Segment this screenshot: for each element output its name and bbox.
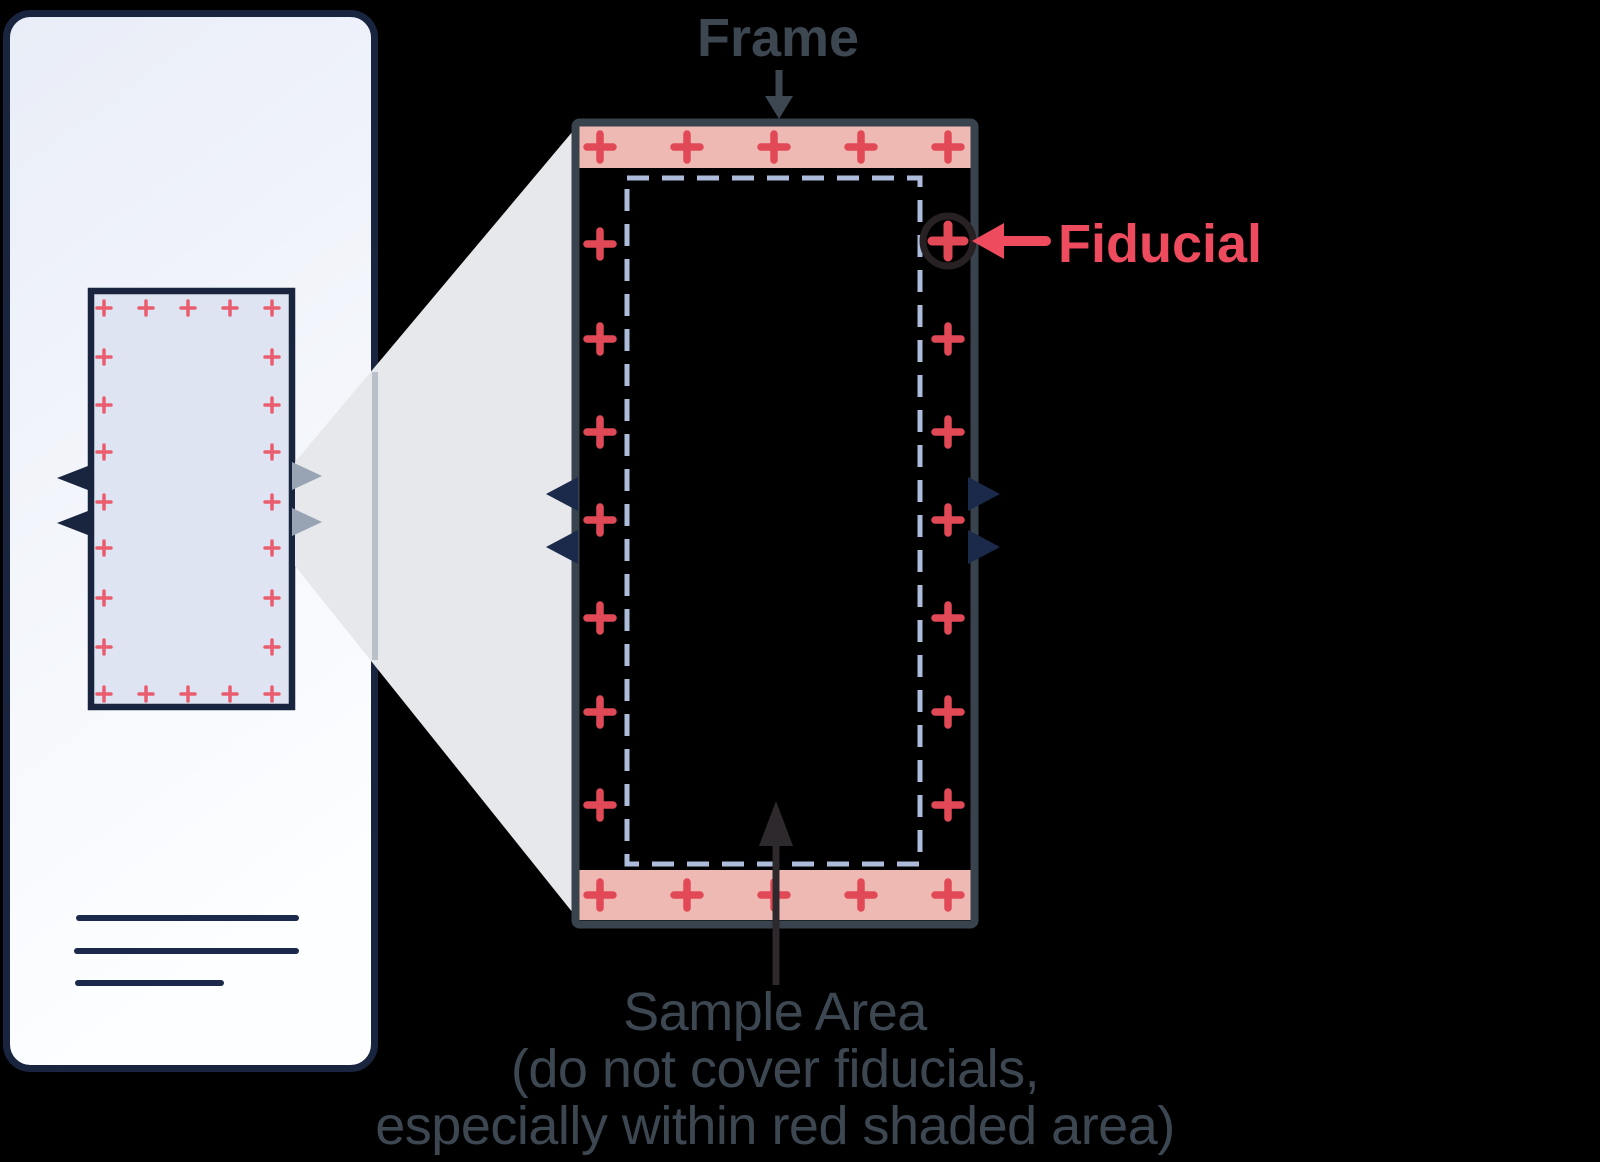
fiducial-cross-icon [221,685,239,703]
fiducial-cross-icon [137,685,155,703]
fiducial-cross-icon [221,299,239,317]
fiducial-cross-icon [263,638,281,656]
fiducial-cross-icon [95,348,113,366]
sample-area-label-line1: Sample Area [623,982,928,1042]
fiducial-cross-icon [583,788,617,822]
fiducial-cross-icon [583,695,617,729]
frame-annotation: Frame [697,8,859,119]
fiducial-cross-icon [931,601,965,635]
fiducial-cross-icon [137,299,155,317]
fiducial-cross-icon [263,299,281,317]
fiducial-cross-icon [583,601,617,635]
fiducial-cross-icon [179,299,197,317]
fiducial-cross-icon [583,415,617,449]
cartridge-text-lines [74,915,299,986]
sample-area-annotation: Sample Area (do not cover fiducials, esp… [375,801,1175,1156]
alignment-chevron-icon [292,508,322,536]
card-border-through-cone [372,372,378,660]
fiducial-cross-icon [179,685,197,703]
fiducial-cross-icon [95,638,113,656]
sample-area-arrow-up-icon [759,801,793,846]
zoom-cone [295,131,573,913]
fiducial-cross-icon [844,130,878,164]
fiducial-cross-icon [95,493,113,511]
alignment-chevron-icon [57,509,93,537]
fiducial-cross-icon [263,685,281,703]
fiducial-cross-icon [583,878,617,912]
alignment-chevron-icon [546,530,578,564]
fiducial-cross-icon [263,589,281,607]
fiducial-cross-icon [583,130,617,164]
sample-area-label-line3: especially within red shaded area) [375,1096,1174,1156]
fiducial-cross-icon [95,539,113,557]
cartridge-fiducial-crosses [95,299,281,703]
fiducial-cross-icon [263,396,281,414]
cartridge-sample-window [87,287,296,711]
frame-arrow-down-icon [765,96,793,119]
fiducial-cross-icon [927,220,969,262]
fiducial-cross-icon [931,878,965,912]
fiducial-cross-icon [263,348,281,366]
fiducial-cross-icon [583,227,617,261]
alignment-chevron-icon [546,477,578,511]
fiducial-cross-icon [263,493,281,511]
fiducial-cross-icon [931,415,965,449]
fiducial-cross-icon [757,130,791,164]
fiducial-label: Fiducial [1058,214,1262,274]
alignment-chevron-icon [968,530,1000,564]
fiducial-cross-icon [931,695,965,729]
fiducial-cross-icon [583,322,617,356]
alignment-chevron-icon [57,464,93,492]
fiducial-annotation: Fiducial [972,214,1262,274]
fiducial-cross-icon [95,685,113,703]
fiducial-cross-icon [263,539,281,557]
fiducial-arrow-left-icon [972,223,1004,259]
fiducial-cross-icon [263,443,281,461]
fiducial-cross-icon [931,788,965,822]
fiducial-cross-icon [95,589,113,607]
fiducial-cross-icon [95,443,113,461]
fiducial-cross-icon [844,878,878,912]
fiducial-cross-icon [931,130,965,164]
sample-area-label-line2: (do not cover fiducials, [511,1039,1039,1099]
fiducial-cross-icon [670,878,704,912]
fiducial-cross-icon [931,322,965,356]
fiducial-cross-icon [670,130,704,164]
alignment-chevron-icon [292,462,322,490]
frame-label: Frame [697,8,859,68]
fiducial-cross-icon [583,503,617,537]
fiducial-cross-icon [95,396,113,414]
alignment-chevron-icon [968,477,1000,511]
fiducial-cross-icon [931,503,965,537]
fiducial-cross-icon [95,299,113,317]
